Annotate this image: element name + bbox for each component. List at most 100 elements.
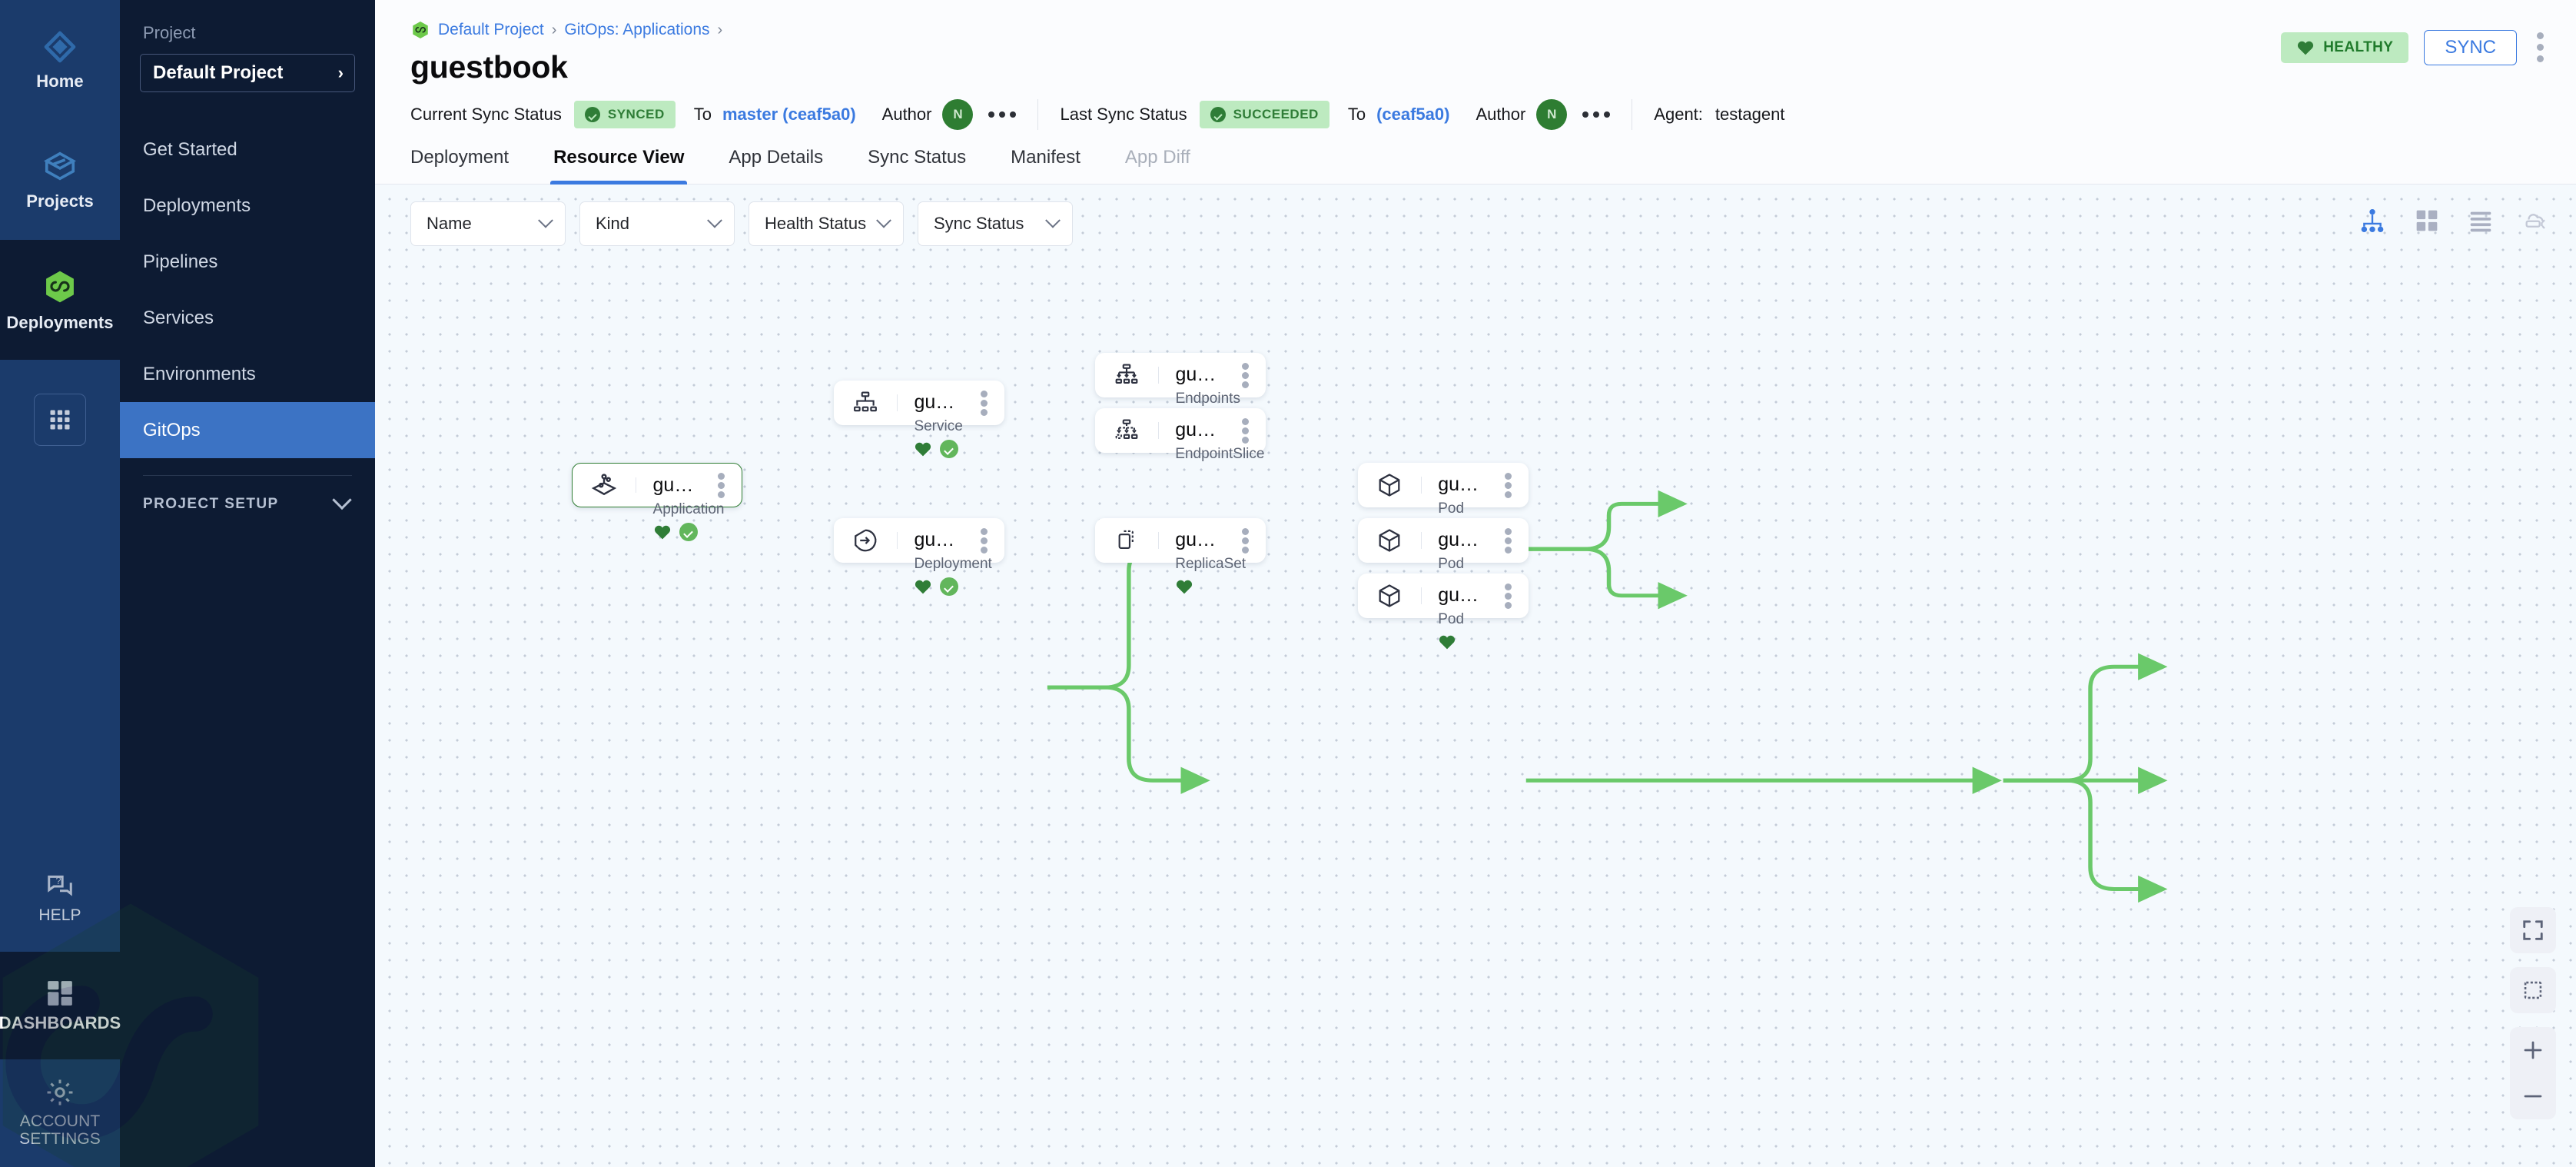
rail-item-deployments[interactable]: Deployments [0, 240, 120, 360]
node-more-menu-button[interactable] [1224, 408, 1266, 453]
node-more-menu-button[interactable] [1487, 518, 1529, 563]
last-to-label: To [1347, 105, 1366, 124]
node-kind: Pod [1438, 611, 1465, 627]
sidebar-item-pipelines[interactable]: Pipelines [120, 234, 375, 290]
node-more-menu-button[interactable] [1487, 574, 1529, 618]
node-body: guestbook-ui-5b64f6959… Pod [1421, 463, 1487, 539]
graph-node-endpoints[interactable]: guestbook-ui Endpoints [1095, 353, 1266, 407]
rail-item-apps-grid[interactable] [0, 360, 120, 480]
graph-node-endpointslice[interactable]: guestbook-ui-ncpmr EndpointSlice [1095, 408, 1266, 462]
breadcrumb: Default Project › GitOps: Applications › [410, 20, 2548, 40]
page-title: guestbook [410, 49, 568, 85]
graph-node-service[interactable]: guestbook-ui Service [834, 381, 1004, 458]
heart-icon [915, 580, 931, 594]
node-more-menu-button[interactable] [963, 518, 1004, 563]
rail-label-home: Home [36, 71, 84, 91]
node-status [653, 522, 700, 542]
list-view-glyph [2470, 211, 2491, 232]
header-more-menu-button[interactable] [2532, 28, 2548, 67]
pod-icon [1358, 574, 1421, 618]
tab-app-details[interactable]: App Details [729, 147, 824, 168]
project-logo-icon [413, 21, 428, 39]
filter-kind[interactable]: Kind [579, 201, 735, 246]
home-diamond-icon [44, 31, 76, 63]
node-body: guestbook-ui-ncpmr EndpointSlice [1158, 408, 1264, 462]
filter-label: Kind [596, 214, 630, 233]
sync-ok-icon [940, 577, 959, 596]
filter-label: Health Status [765, 214, 867, 233]
sidebar-item-get-started[interactable]: Get Started [120, 121, 375, 178]
node-status [914, 577, 963, 597]
rail-item-dashboards[interactable]: DASHBOARDS [0, 952, 121, 1059]
fit-screen-icon[interactable] [2510, 907, 2556, 953]
graph-node-pod-1[interactable]: guestbook-ui-5b64f6959… Pod [1358, 463, 1529, 539]
sidebar-item-gitops[interactable]: GitOps [120, 402, 375, 458]
node-more-menu-button[interactable] [963, 381, 1004, 425]
chevron-down-icon [1045, 212, 1061, 228]
sync-button[interactable]: SYNC [2424, 29, 2517, 65]
last-sync-revision[interactable]: (ceaf5a0) [1376, 105, 1450, 124]
pod-icon [1358, 518, 1421, 563]
edge-app-deployment [1047, 685, 1210, 794]
node-kind: Pod [1438, 556, 1465, 572]
node-kind: ReplicaSet [1175, 556, 1247, 572]
graph-node-pod-3[interactable]: guestbook-ui-5b64f6959… Pod [1358, 574, 1529, 650]
sidebar-item-label: Deployments [143, 194, 251, 216]
breadcrumb-separator: › [551, 21, 557, 38]
graph-node-replicaset[interactable]: guestbook-ui-5b64f69597 ReplicaSet [1095, 518, 1266, 594]
tab-manifest[interactable]: Manifest [1011, 147, 1081, 168]
list-view-icon[interactable] [2468, 208, 2493, 233]
rail-item-account-settings[interactable]: ACCOUNT SETTINGS [0, 1059, 120, 1167]
endpoints-icon [1095, 353, 1158, 397]
filter-health-status[interactable]: Health Status [749, 201, 904, 246]
tab-resource-view[interactable]: Resource View [550, 142, 688, 185]
graph-node-pod-2[interactable]: guestbook-ui-5b64f6959… Pod [1358, 518, 1529, 594]
last-sync-status-value: SUCCEEDED [1233, 107, 1319, 121]
sidebar-item-services[interactable]: Services [120, 290, 375, 346]
grid-view-icon[interactable] [2415, 208, 2439, 233]
page-header: Default Project › GitOps: Applications ›… [375, 0, 2576, 85]
pod-icon [1358, 463, 1421, 507]
resource-graph-canvas[interactable]: Name Kind Health Status Sync Status [375, 185, 2576, 1167]
breadcrumb-item-gitops-applications[interactable]: GitOps: Applications [564, 21, 710, 38]
graph-view-icon[interactable] [2359, 208, 2385, 234]
apps-grid-button[interactable] [34, 394, 86, 446]
node-name: guestbook-ui-5b64f6959… [1438, 529, 1487, 550]
rail-item-help[interactable]: ? HELP [0, 844, 120, 952]
node-kind: Deployment [914, 556, 992, 572]
graph-node-deployment[interactable]: guestbook-ui Deployment [834, 518, 1004, 596]
node-kind: Application [652, 501, 725, 517]
node-kind: Pod [1438, 500, 1465, 517]
node-more-menu-button[interactable] [1487, 463, 1529, 507]
apps-grid-icon [50, 410, 70, 430]
health-badge-label: HEALTHY [2323, 38, 2394, 55]
rail-item-home[interactable]: Home [0, 0, 120, 120]
breadcrumb-separator: › [717, 21, 723, 38]
breadcrumb-item-default-project[interactable]: Default Project [438, 21, 544, 38]
filter-name[interactable]: Name [410, 201, 566, 246]
current-sync-revision[interactable]: master (ceaf5a0) [722, 105, 856, 124]
last-sync-more-button[interactable] [1582, 111, 1611, 118]
zoom-out-icon[interactable] [2510, 1073, 2556, 1119]
network-view-icon[interactable] [2522, 208, 2548, 234]
node-name: guestbook-ui-5b64f69597 [1175, 529, 1224, 550]
sync-status-strip: Current Sync Status SYNCED To master (ce… [375, 85, 2576, 142]
rail-label-help: HELP [38, 906, 81, 924]
tab-sync-status[interactable]: Sync Status [868, 147, 967, 168]
zoom-in-icon[interactable] [2510, 1027, 2556, 1073]
graph-node-application[interactable]: guestbook Application [572, 463, 742, 541]
filter-sync-status[interactable]: Sync Status [918, 201, 1073, 246]
node-more-menu-button[interactable] [1224, 353, 1266, 397]
project-selector[interactable]: Default Project › [140, 54, 355, 92]
view-toggle-group [2359, 208, 2548, 234]
tab-deployment[interactable]: Deployment [410, 147, 510, 168]
sidebar-section-project-setup[interactable]: PROJECT SETUP [120, 476, 375, 533]
node-more-menu-button[interactable] [1224, 518, 1266, 563]
current-sync-more-button[interactable] [988, 111, 1017, 118]
sidebar-item-environments[interactable]: Environments [120, 346, 375, 402]
rail-item-projects[interactable]: Projects [0, 120, 120, 240]
select-area-icon[interactable] [2510, 967, 2556, 1013]
sidebar-item-deployments[interactable]: Deployments [120, 178, 375, 234]
node-more-menu-button[interactable] [700, 464, 742, 507]
